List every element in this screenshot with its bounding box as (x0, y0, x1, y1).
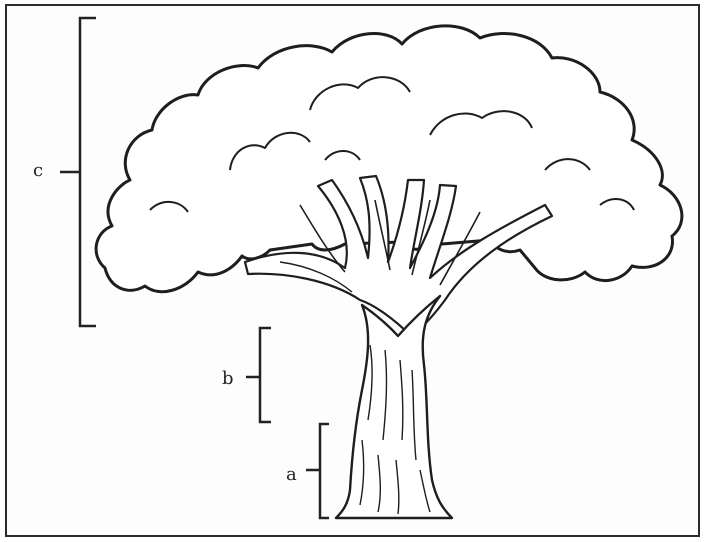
label-b: b (222, 370, 234, 388)
bracket-c (60, 18, 96, 326)
bracket-a (306, 424, 329, 518)
label-a: a (286, 466, 297, 484)
bracket-b (246, 328, 271, 422)
tree-trunk (336, 296, 452, 518)
label-c: c (33, 162, 43, 180)
